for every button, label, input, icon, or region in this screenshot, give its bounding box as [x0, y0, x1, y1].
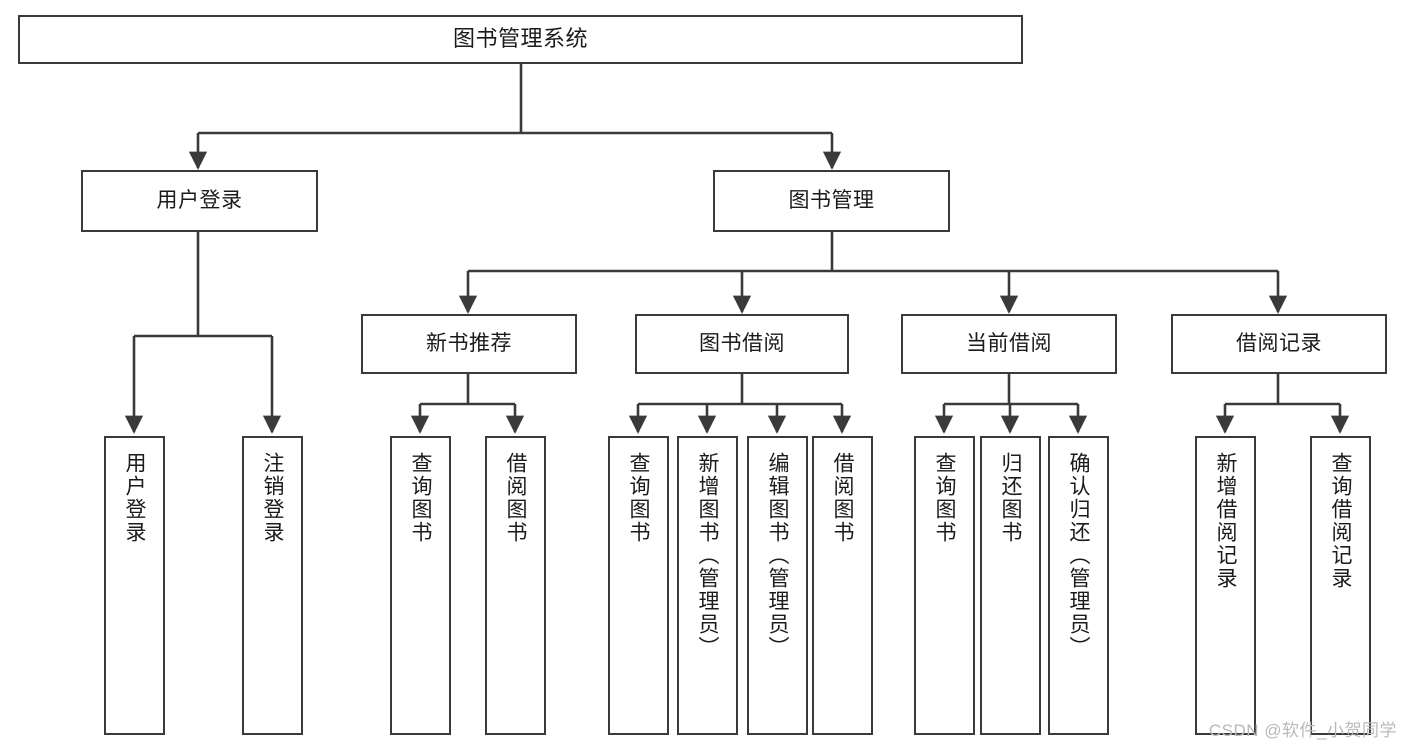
node-leaf-query-book-3-label: 查询图书: [933, 452, 956, 544]
node-leaf-add-book-label: 新增图书（管理员）: [696, 452, 719, 659]
node-leaf-user-login-label: 用户登录: [123, 452, 146, 544]
node-leaf-confirm-return[interactable]: 确认归还（管理员）: [1048, 436, 1109, 735]
node-leaf-return-book[interactable]: 归还图书: [980, 436, 1041, 735]
node-leaf-confirm-return-label: 确认归还（管理员）: [1067, 452, 1090, 659]
node-book-manage-label: 图书管理: [788, 189, 875, 213]
node-borrow-record[interactable]: 借阅记录: [1171, 314, 1387, 374]
node-leaf-add-book[interactable]: 新增图书（管理员）: [677, 436, 738, 735]
node-root-system-label: 图书管理系统: [452, 26, 588, 52]
node-leaf-edit-book-label: 编辑图书（管理员）: [766, 452, 789, 659]
node-current-borrow-label: 当前借阅: [966, 332, 1052, 356]
node-leaf-edit-book[interactable]: 编辑图书（管理员）: [747, 436, 808, 735]
node-user-login-label: 用户登录: [156, 189, 243, 213]
node-leaf-add-record-label: 新增借阅记录: [1214, 452, 1237, 590]
csdn-watermark: CSDN @软件_小贺同学: [1208, 721, 1397, 740]
node-leaf-borrow-book-2-label: 借阅图书: [831, 452, 854, 544]
node-book-borrow[interactable]: 图书借阅: [635, 314, 849, 374]
node-leaf-return-book-label: 归还图书: [999, 452, 1022, 544]
node-current-borrow[interactable]: 当前借阅: [901, 314, 1117, 374]
node-leaf-borrow-book-1-label: 借阅图书: [504, 452, 527, 544]
node-leaf-borrow-book-1[interactable]: 借阅图书: [485, 436, 546, 735]
node-leaf-query-book-2[interactable]: 查询图书: [608, 436, 669, 735]
node-leaf-query-book-1-label: 查询图书: [409, 452, 432, 544]
node-leaf-add-record[interactable]: 新增借阅记录: [1195, 436, 1256, 735]
node-new-book-recommend[interactable]: 新书推荐: [361, 314, 577, 374]
node-root-system[interactable]: 图书管理系统: [18, 15, 1023, 64]
node-new-book-recommend-label: 新书推荐: [426, 332, 512, 356]
node-leaf-query-book-1[interactable]: 查询图书: [390, 436, 451, 735]
node-leaf-user-login[interactable]: 用户登录: [104, 436, 165, 735]
node-leaf-query-record[interactable]: 查询借阅记录: [1310, 436, 1371, 735]
node-leaf-borrow-book-2[interactable]: 借阅图书: [812, 436, 873, 735]
node-borrow-record-label: 借阅记录: [1236, 332, 1322, 356]
node-user-login[interactable]: 用户登录: [81, 170, 318, 232]
node-book-borrow-label: 图书借阅: [699, 332, 785, 356]
node-leaf-query-book-3[interactable]: 查询图书: [914, 436, 975, 735]
node-leaf-query-book-2-label: 查询图书: [627, 452, 650, 544]
node-leaf-logout-login[interactable]: 注销登录: [242, 436, 303, 735]
node-leaf-logout-login-label: 注销登录: [261, 452, 284, 544]
node-leaf-query-record-label: 查询借阅记录: [1329, 452, 1352, 590]
node-book-manage[interactable]: 图书管理: [713, 170, 950, 232]
